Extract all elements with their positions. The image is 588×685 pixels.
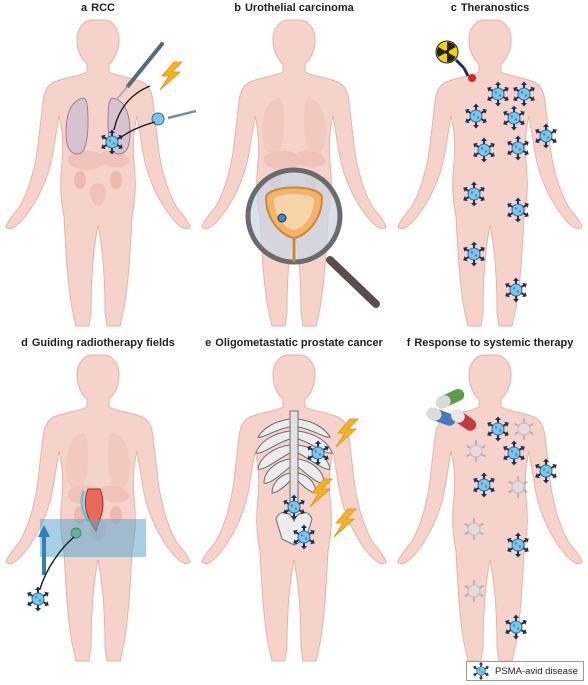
arrow-up-icon (38, 525, 50, 575)
legend: PSMA-avid disease (466, 661, 584, 681)
radiation-field (40, 519, 146, 557)
panel-label: RCC (91, 2, 115, 14)
legend-label: PSMA-avid disease (495, 665, 578, 677)
panel-label: Guiding radiotherapy fields (31, 337, 175, 349)
radiation-icon (435, 40, 476, 82)
panel-letter: c (450, 2, 457, 14)
body-figure (201, 354, 387, 662)
body-figure (397, 19, 583, 327)
panel-letter: e (205, 337, 212, 349)
arrow (113, 85, 151, 131)
lightning-bolt-icon (159, 61, 183, 91)
panel-letter: d (21, 337, 28, 349)
lesion-icon (26, 585, 50, 613)
panel-label: Response to systemic therapy (414, 337, 574, 349)
panel-label: Oligometastatic prostate cancer (215, 337, 383, 349)
lesion-icon (472, 662, 490, 680)
body-figure (5, 354, 191, 662)
magnifying-glass-icon (245, 167, 380, 308)
panel-letter: a (81, 2, 88, 14)
panel-label: Urothelial carcinoma (244, 2, 354, 14)
arrow (39, 536, 75, 590)
needle-probe-icon (115, 42, 164, 101)
panel-label: Theranostics (460, 2, 530, 14)
pill-icon (426, 388, 477, 431)
body-figure (5, 19, 196, 327)
arrow (119, 121, 156, 139)
panel-letter: f (406, 337, 411, 349)
body-figure (397, 354, 583, 662)
body-figure (201, 19, 387, 327)
cryoprobe-icon (151, 109, 196, 126)
panel-letter: b (234, 2, 241, 14)
